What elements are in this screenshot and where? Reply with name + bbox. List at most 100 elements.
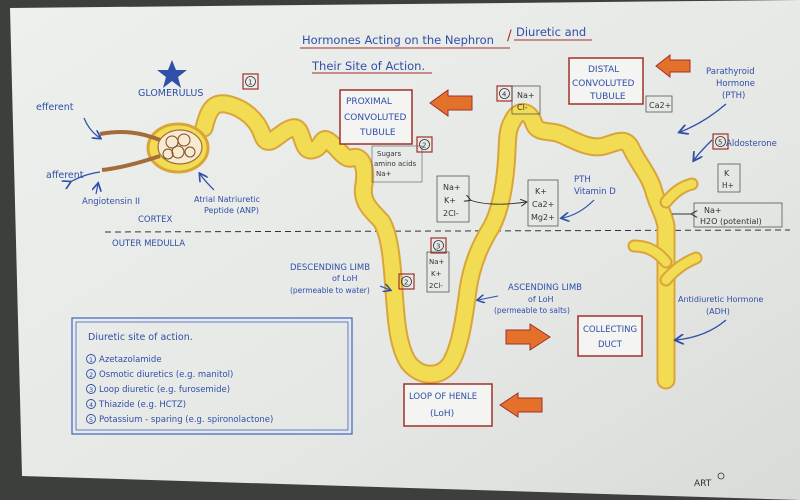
pct-arrow — [429, 89, 473, 117]
aldosterone-arrow — [694, 139, 713, 160]
ion-box-2 — [527, 179, 559, 227]
ion-exchange-arrow — [470, 200, 526, 204]
pth-arrow — [680, 103, 727, 132]
cortex-label: CORTEX — [138, 215, 172, 225]
dct-ca-box — [645, 95, 673, 113]
marker-1: 1 — [242, 73, 259, 90]
desc-limb-line3: (permeable to water) — [290, 286, 370, 295]
angiotensin-label: Angiotensin II — [82, 197, 140, 207]
glomerulus-capsule — [146, 122, 210, 174]
ion-box-3 — [511, 85, 541, 115]
afferent-arteriole — [101, 154, 161, 172]
dct-ca-label: Ca2+ — [649, 101, 671, 110]
dct-label-line1: DISTAL — [588, 65, 619, 75]
loh-box — [403, 383, 493, 427]
dct-label-line2: CONVOLUTED — [572, 79, 635, 89]
ion-box-2-k: K+ — [535, 187, 547, 196]
legend-item-1: 1 Azetazolamide — [86, 354, 162, 365]
ion-box-2-mg: Mg2+ — [531, 213, 555, 222]
svg-text:1: 1 — [89, 356, 93, 364]
afferent-arrow — [70, 171, 101, 182]
svg-text:4: 4 — [502, 91, 507, 99]
marker-3: 3 — [430, 237, 447, 254]
svg-text:1: 1 — [248, 79, 252, 87]
marker-2-loop: 2 — [398, 273, 415, 290]
angiotensin-arrow — [96, 184, 98, 195]
legend-item-5-text: Potassium - sparing (e.g. spironolactone… — [99, 415, 273, 425]
svg-text:2: 2 — [89, 371, 93, 379]
title-slash: / — [507, 28, 512, 44]
svg-text:4: 4 — [89, 401, 93, 409]
star-icon — [157, 60, 187, 88]
marker-5: 5 — [712, 133, 729, 150]
loh-label-line2: (LoH) — [430, 409, 454, 419]
ion-box-2-ca: Ca2+ — [532, 200, 554, 209]
ion-box-3-na: Na+ — [517, 91, 535, 100]
pth-vitd-line2: Vitamin D — [574, 187, 616, 197]
title-line2: Their Site of Action. — [311, 59, 425, 73]
adh-label-line2: (ADH) — [706, 307, 730, 316]
artist-signature: ART — [694, 479, 712, 489]
collecting-duct-box — [577, 315, 643, 357]
pth-vitd-arrow — [562, 199, 595, 218]
dct-box — [568, 57, 644, 105]
nephron-tubule — [194, 94, 703, 390]
efferent-arrow — [83, 117, 100, 138]
pct-reabsorb-box — [371, 145, 423, 183]
k-box-k: K — [724, 169, 730, 178]
loop-ion-box — [426, 251, 450, 293]
legend-item-3-text: Loop diuretic (e.g. furosemide) — [99, 385, 230, 395]
efferent-arteriole — [99, 130, 161, 142]
pct-label-line1: PROXIMAL — [346, 97, 392, 107]
ion-box-1-cl: 2Cl- — [443, 209, 459, 218]
asc-limb-line2: of LoH — [528, 295, 553, 304]
svg-text:3: 3 — [89, 386, 93, 394]
desc-limb-line2: of LoH — [332, 274, 357, 283]
dct-arrow — [655, 53, 691, 79]
legend-item-3: 3 Loop diuretic (e.g. furosemide) — [86, 384, 230, 395]
collecting-arrow — [505, 323, 551, 351]
legend-box — [71, 317, 353, 435]
loop-ion-k: K+ — [431, 270, 442, 278]
ion-box-3-cl: Cl- — [517, 103, 528, 112]
pth-vitd-line1: PTH — [574, 175, 591, 185]
desc-limb-arrow — [379, 286, 390, 290]
anp-label-line1: Atrial Natriuretic — [194, 195, 260, 204]
legend-item-4: 4 Thiazide (e.g. HCTZ) — [86, 399, 186, 410]
collecting-label-line2: DUCT — [598, 340, 623, 350]
loh-arrow — [499, 392, 543, 418]
title-line1-part1: Hormones Acting on the Nephron — [302, 33, 494, 47]
na-h2o-line1: Na+ — [704, 206, 722, 215]
pth-label-line1: Parathyroid — [706, 67, 755, 77]
legend-item-4-text: Thiazide (e.g. HCTZ) — [98, 400, 186, 410]
pth-label-line3: (PTH) — [722, 91, 745, 101]
glomerulus-label: GLOMERULUS — [138, 88, 203, 99]
asc-limb-line3: (permeable to salts) — [494, 306, 570, 315]
na-h2o-line2: H2O (potential) — [700, 217, 762, 226]
pct-label-line3: TUBULE — [359, 128, 396, 138]
efferent-label: efferent — [36, 102, 74, 113]
marker-2: 2 — [416, 136, 433, 153]
pct-label-line2: CONVOLUTED — [344, 113, 407, 123]
pct-reabsorb-na: Na+ — [376, 170, 392, 178]
collecting-label-line1: COLLECTING — [583, 325, 637, 335]
pct-box — [339, 89, 413, 145]
svg-text:5: 5 — [89, 416, 93, 424]
legend-title: Diuretic site of action. — [88, 332, 193, 343]
pth-label-line2: Hormone — [716, 79, 755, 89]
cortex-medulla-boundary — [104, 229, 791, 233]
title-line1-part2: Diuretic and — [516, 25, 586, 39]
pct-reabsorb-sugars: Sugars — [377, 150, 401, 158]
svg-text:3: 3 — [436, 243, 440, 251]
loop-ion-cl: 2Cl- — [429, 282, 443, 290]
legend-item-2-text: Osmotic diuretics (e.g. manitol) — [99, 370, 233, 380]
pct-reabsorb-amino: amino acids — [374, 160, 417, 168]
svg-text:2: 2 — [422, 142, 426, 150]
aldosterone-label: Aldosterone — [726, 139, 777, 149]
loh-label-line1: LOOP OF HENLE — [409, 392, 477, 402]
svg-text:5: 5 — [718, 139, 722, 147]
dct-label-line3: TUBULE — [589, 92, 626, 102]
k-box — [717, 163, 741, 193]
adh-arrow — [676, 319, 727, 340]
